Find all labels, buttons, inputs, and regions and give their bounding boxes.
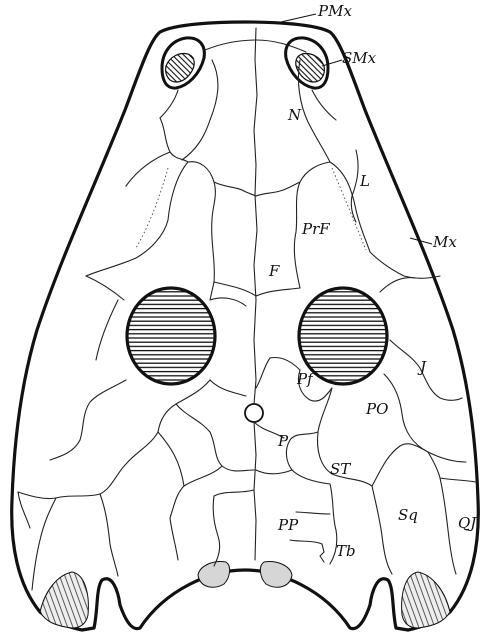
label-tabular: Tb bbox=[336, 542, 356, 560]
label-nasal: N bbox=[287, 106, 302, 124]
label-squamosal: Sq bbox=[398, 506, 418, 524]
label-postparietal: PP bbox=[277, 516, 299, 534]
label-postorbital: PO bbox=[365, 400, 388, 418]
label-septomaxilla: SMx bbox=[342, 49, 377, 67]
label-frontal: F bbox=[268, 262, 280, 280]
right-condyle bbox=[260, 562, 292, 588]
bone-labels: PMx SMx N L PrF Mx F J Pf PO P ST Sq QJ … bbox=[268, 2, 477, 560]
label-parietal: P bbox=[277, 432, 289, 450]
label-maxilla: Mx bbox=[432, 233, 457, 251]
left-naris bbox=[162, 38, 204, 88]
label-postfrontal: Pf bbox=[296, 370, 315, 388]
skull-outline bbox=[12, 22, 479, 630]
label-lacrimal: L bbox=[359, 172, 370, 190]
label-premaxilla: PMx bbox=[317, 2, 352, 20]
left-quadrate bbox=[40, 572, 88, 628]
label-jugal: J bbox=[417, 358, 427, 376]
left-orbit bbox=[127, 288, 215, 384]
right-quadrate bbox=[402, 572, 450, 628]
label-supratemporal: ST bbox=[330, 460, 351, 478]
label-quadratojugal: QJ bbox=[458, 514, 477, 532]
pineal-foramen bbox=[245, 404, 263, 422]
label-prefrontal: PrF bbox=[301, 220, 330, 238]
right-naris bbox=[286, 38, 328, 88]
